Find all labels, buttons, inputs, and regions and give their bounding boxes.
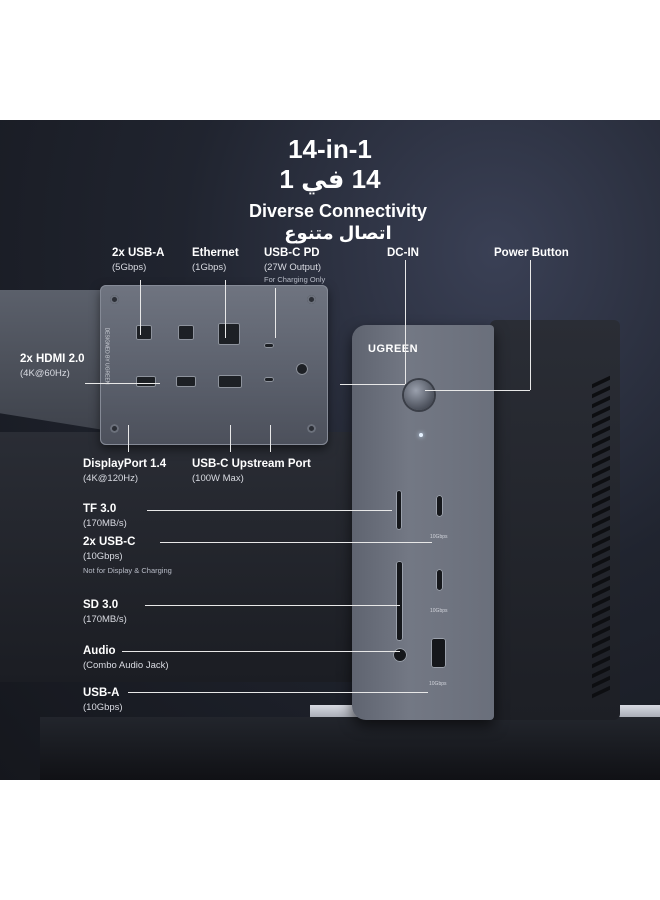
- label-tf-detail: (170MB/s): [83, 518, 127, 529]
- tf-card-slot: [396, 490, 402, 530]
- foreground-block: [40, 717, 660, 780]
- tower-side-vented: [490, 320, 620, 720]
- label-sd: SD 3.0: [83, 599, 119, 611]
- label-audio-detail: (Combo Audio Jack): [83, 660, 169, 671]
- usb-c-port-2-mark: 10Gbps: [430, 608, 448, 614]
- label-usb-c-front: 2x USB-C: [83, 536, 136, 548]
- label-usb-a-front-detail: (10Gbps): [83, 702, 123, 713]
- usb-c-port-1: [436, 495, 443, 517]
- label-usb-c-front-detail: (10Gbps): [83, 551, 123, 562]
- brand-logo: UGREEN: [368, 343, 419, 355]
- label-usb-c-upstream: USB-C Upstream Port: [192, 458, 311, 470]
- label-usb-a-rear: 2x USB-A: [112, 247, 165, 259]
- label-displayport: DisplayPort 1.4: [83, 458, 167, 470]
- label-hdmi-detail: (4K@60Hz): [20, 368, 70, 379]
- usb-a-port-mark: 10Gbps: [429, 681, 447, 687]
- dc-in-port: [296, 363, 308, 375]
- label-sd-detail: (170MB/s): [83, 614, 127, 625]
- hdmi-port: [176, 376, 196, 387]
- label-usb-c-front-note: Not for Display & Charging: [83, 566, 172, 575]
- label-usb-c-pd-note: For Charging Only: [264, 275, 326, 284]
- label-power-button: Power Button: [494, 247, 569, 259]
- ethernet-port: [218, 323, 240, 345]
- displayport-port: [218, 375, 242, 388]
- label-usb-c-upstream-detail: (100W Max): [192, 473, 244, 484]
- usb-c-port-1-mark: 10Gbps: [430, 534, 448, 540]
- screw-icon: [307, 295, 316, 304]
- label-ethernet-detail: (1Gbps): [192, 262, 227, 273]
- title-arabic: 14 في 1: [279, 164, 381, 194]
- label-audio: Audio: [83, 645, 116, 657]
- label-usb-c-pd: USB-C PD: [264, 247, 320, 259]
- rear-device-side: [0, 290, 104, 430]
- label-displayport-detail: (4K@120Hz): [83, 473, 139, 484]
- screw-icon: [307, 424, 316, 433]
- label-usb-c-pd-detail: (27W Output): [264, 262, 322, 273]
- subtitle-english: Diverse Connectivity: [248, 201, 428, 221]
- status-led: [419, 433, 423, 437]
- usb-a-port: [136, 325, 152, 340]
- usb-a-port-front: [431, 638, 446, 668]
- screw-icon: [110, 424, 119, 433]
- rear-brand-text: DESIGNED BY UGREEN: [103, 327, 110, 385]
- title-english: 14-in-1: [288, 134, 372, 164]
- hdmi-port: [136, 376, 156, 387]
- usb-c-pd-port: [264, 343, 274, 348]
- sd-card-slot: [396, 561, 403, 641]
- label-hdmi: 2x HDMI 2.0: [20, 353, 85, 365]
- usb-a-port: [178, 325, 194, 340]
- subtitle-arabic: اتصال متنوع: [284, 223, 392, 243]
- product-infographic-panel: 14-in-1 14 في 1 Diverse Connectivity اتص…: [0, 120, 660, 780]
- label-usb-a-rear-detail: (5Gbps): [112, 262, 147, 273]
- label-dc-in: DC-IN: [387, 247, 419, 259]
- label-tf: TF 3.0: [83, 503, 117, 515]
- rear-panel-device: DESIGNED BY UGREEN: [100, 285, 328, 445]
- usb-c-port-2: [436, 569, 443, 591]
- power-button-icon: [404, 380, 434, 410]
- usb-c-upstream-port: [264, 377, 274, 382]
- left-platform: [0, 432, 360, 682]
- screw-icon: [110, 295, 119, 304]
- label-usb-a-front: USB-A: [83, 687, 120, 699]
- label-ethernet: Ethernet: [192, 247, 239, 259]
